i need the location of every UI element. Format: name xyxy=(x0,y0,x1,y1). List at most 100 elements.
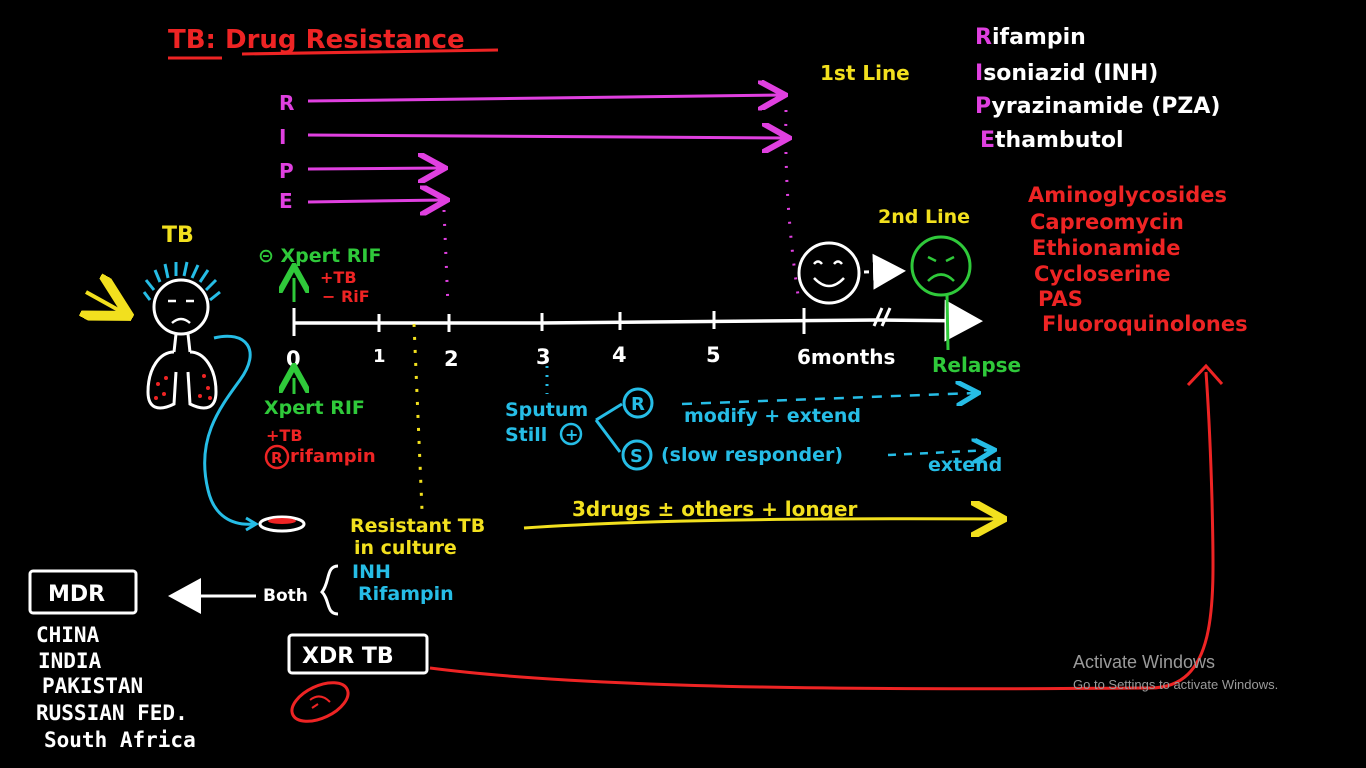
branch-s-circle xyxy=(621,439,653,471)
bacterium-icon xyxy=(290,681,350,723)
resistant-r-circle xyxy=(264,444,290,470)
still-label: Still xyxy=(505,424,547,446)
drug-cycloserine: Cycloserine xyxy=(1034,262,1171,286)
country-russian-fed: RUSSIAN FED. xyxy=(36,701,188,725)
resistant-r-letter: R xyxy=(271,449,283,467)
xpert-top-rif: − RiF xyxy=(322,287,370,306)
sample-path xyxy=(203,334,255,526)
drug-aminoglycosides: Aminoglycosides xyxy=(1028,183,1227,207)
xpert-bottom-label: Xpert RIF xyxy=(264,397,365,419)
xpert-top: ⊝ Xpert RIF +TB − RiF xyxy=(258,245,381,306)
xdr-arrow-to-second-line xyxy=(429,371,1215,691)
culture-dotted-line xyxy=(412,323,424,511)
relapse-connector xyxy=(945,294,950,351)
drug-pas: PAS xyxy=(1038,287,1083,311)
in-culture-label: in culture xyxy=(354,537,457,559)
left-lung-icon xyxy=(146,350,178,410)
sick-face-icon xyxy=(152,278,210,336)
treatment-arrow xyxy=(523,519,998,528)
branch-lines xyxy=(594,402,623,453)
mdr-drug-inh: INH xyxy=(352,561,391,583)
positive-symbol: + xyxy=(565,425,578,444)
happy-face-icon xyxy=(797,241,861,305)
drug-fluoroquinolones: Fluoroquinolones xyxy=(1042,312,1248,336)
first-line-drugs: Rifampin Isoniazid (INH) Pyrazinamide (P… xyxy=(975,25,1220,153)
patient-label: TB xyxy=(162,223,194,248)
mdr-group: MDR Both INH Rifampin CHINA INDIA PAKIST… xyxy=(28,561,454,752)
extend-label: extend xyxy=(928,454,1002,476)
xpert-bottom-rifampin: rifampin xyxy=(290,446,376,467)
dotted-2-months xyxy=(442,209,450,307)
drug-rifampin: Rifampin xyxy=(975,25,1086,50)
relapse-label: Relapse xyxy=(932,353,1021,377)
mdr-label: MDR xyxy=(48,582,105,607)
title-underline-2 xyxy=(241,48,499,56)
second-line-drugs: Aminoglycosides Capreomycin Ethionamide … xyxy=(1028,183,1248,336)
ripe-letter-e: E xyxy=(279,189,293,213)
dotted-arrow-to-sad xyxy=(863,253,906,290)
xpert-bottom: Xpert RIF +TB R rifampin xyxy=(264,378,376,470)
modify-extend-label: modify + extend xyxy=(684,405,861,427)
slow-responder-label: (slow responder) xyxy=(661,444,843,466)
dotted-6-months xyxy=(784,109,800,296)
tick-label-4: 4 xyxy=(612,343,627,367)
positive-circle xyxy=(559,422,583,446)
break-mark-2 xyxy=(880,307,892,327)
country-india: INDIA xyxy=(38,649,102,673)
xpert-bottom-tb: +TB xyxy=(266,426,303,445)
pointer-arrow xyxy=(86,292,122,312)
tick-label-0: 0 xyxy=(286,347,301,371)
xpert-top-label: ⊝ Xpert RIF xyxy=(258,245,381,267)
watermark-title: Activate Windows xyxy=(1073,652,1216,672)
resistant-culture: Resistant TB in culture 3drugs ± others … xyxy=(350,497,998,559)
drug-capreomycin: Capreomycin xyxy=(1030,210,1184,234)
modify-dashed-arrow xyxy=(681,393,976,404)
windows-activation-watermark: Activate Windows Go to Settings to activ… xyxy=(1073,652,1278,694)
xdr-group: XDR TB xyxy=(287,363,1224,723)
xdr-label: XDR TB xyxy=(302,644,394,669)
ripe-letter-p: P xyxy=(279,159,294,183)
tick-label-1: 1 xyxy=(373,346,386,367)
right-lung-icon xyxy=(186,350,218,410)
country-south-africa: South Africa xyxy=(44,728,196,752)
tick-label-3: 3 xyxy=(536,345,551,369)
sad-face-icon xyxy=(910,235,972,297)
tick-label-5: 5 xyxy=(706,343,721,367)
arrow-pyrazinamide xyxy=(307,168,442,169)
break-mark-1 xyxy=(872,307,884,327)
branch-s-letter: S xyxy=(630,446,643,467)
mdr-drug-rifampin: Rifampin xyxy=(358,583,454,605)
sputum-branch: Sputum Still + R modify + extend S (slow… xyxy=(505,389,1002,476)
drug-isoniazid: Isoniazid (INH) xyxy=(975,61,1158,86)
sputum-label: Sputum xyxy=(505,399,588,421)
tick-label-6-months: 6months xyxy=(797,345,895,369)
ripe-arrows: R I P E xyxy=(279,91,800,307)
relapse-group: Relapse xyxy=(797,235,1021,377)
country-pakistan: PAKISTAN xyxy=(42,674,143,698)
tick-label-2: 2 xyxy=(444,347,459,371)
timeline-axis xyxy=(294,299,983,342)
brace-icon xyxy=(319,564,339,616)
country-china: CHINA xyxy=(36,623,100,647)
xpert-top-tb: +TB xyxy=(320,268,357,287)
first-line-label: 1st Line xyxy=(820,61,910,85)
arrow-isoniazid xyxy=(307,135,786,138)
second-line-label: 2nd Line xyxy=(878,206,970,228)
ripe-letter-i: I xyxy=(279,125,286,149)
branch-r-circle xyxy=(622,387,654,419)
resistant-tb-label: Resistant TB xyxy=(350,515,485,537)
arrow-ethambutol xyxy=(307,200,444,202)
treatment-label: 3drugs ± others + longer xyxy=(572,497,858,521)
xdr-box xyxy=(287,633,429,675)
mdr-box xyxy=(28,569,138,615)
branch-r-letter: R xyxy=(631,394,645,415)
drug-ethionamide: Ethionamide xyxy=(1032,236,1180,260)
drug-pyrazinamide: Pyrazinamide (PZA) xyxy=(975,94,1220,119)
watermark-subtitle: Go to Settings to activate Windows. xyxy=(1073,677,1279,692)
drug-ethambutol: Ethambutol xyxy=(980,128,1124,153)
hair-icon xyxy=(142,261,221,302)
patient-figure xyxy=(142,261,306,533)
ripe-letter-r: R xyxy=(279,91,294,115)
extend-dashed-arrow xyxy=(887,450,992,455)
